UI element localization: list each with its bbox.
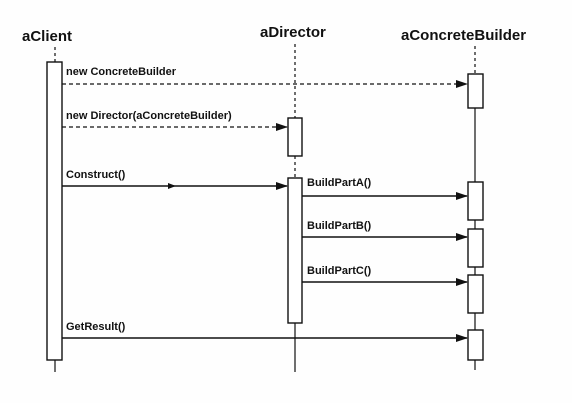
builder-activation-part-b [467,228,484,268]
builder-activation-part-a [467,181,484,221]
message-label-build-part-c: BuildPartC() [307,265,372,277]
message-label-build-part-a: BuildPartA() [307,177,372,189]
builder-activation-result [467,329,484,361]
builder-activation-part-c [467,274,484,314]
message-label-construct: Construct() [66,169,126,181]
participant-director-label: aDirector [260,24,326,41]
participant-client-label: aClient [22,28,72,45]
director-activation-construct [287,177,303,324]
builder-activation-create [467,73,484,109]
client-activation [46,61,63,361]
message-label-build-part-b: BuildPartB() [307,220,372,232]
message-label-new-builder: new ConcreteBuilder [66,66,177,78]
construct-arrow-mid-mark [168,183,176,189]
director-activation-create [287,117,303,157]
message-label-get-result: GetResult() [66,321,126,333]
message-label-new-director: new Director(aConcreteBuilder) [66,110,232,122]
participant-builder-label: aConcreteBuilder [401,27,526,44]
